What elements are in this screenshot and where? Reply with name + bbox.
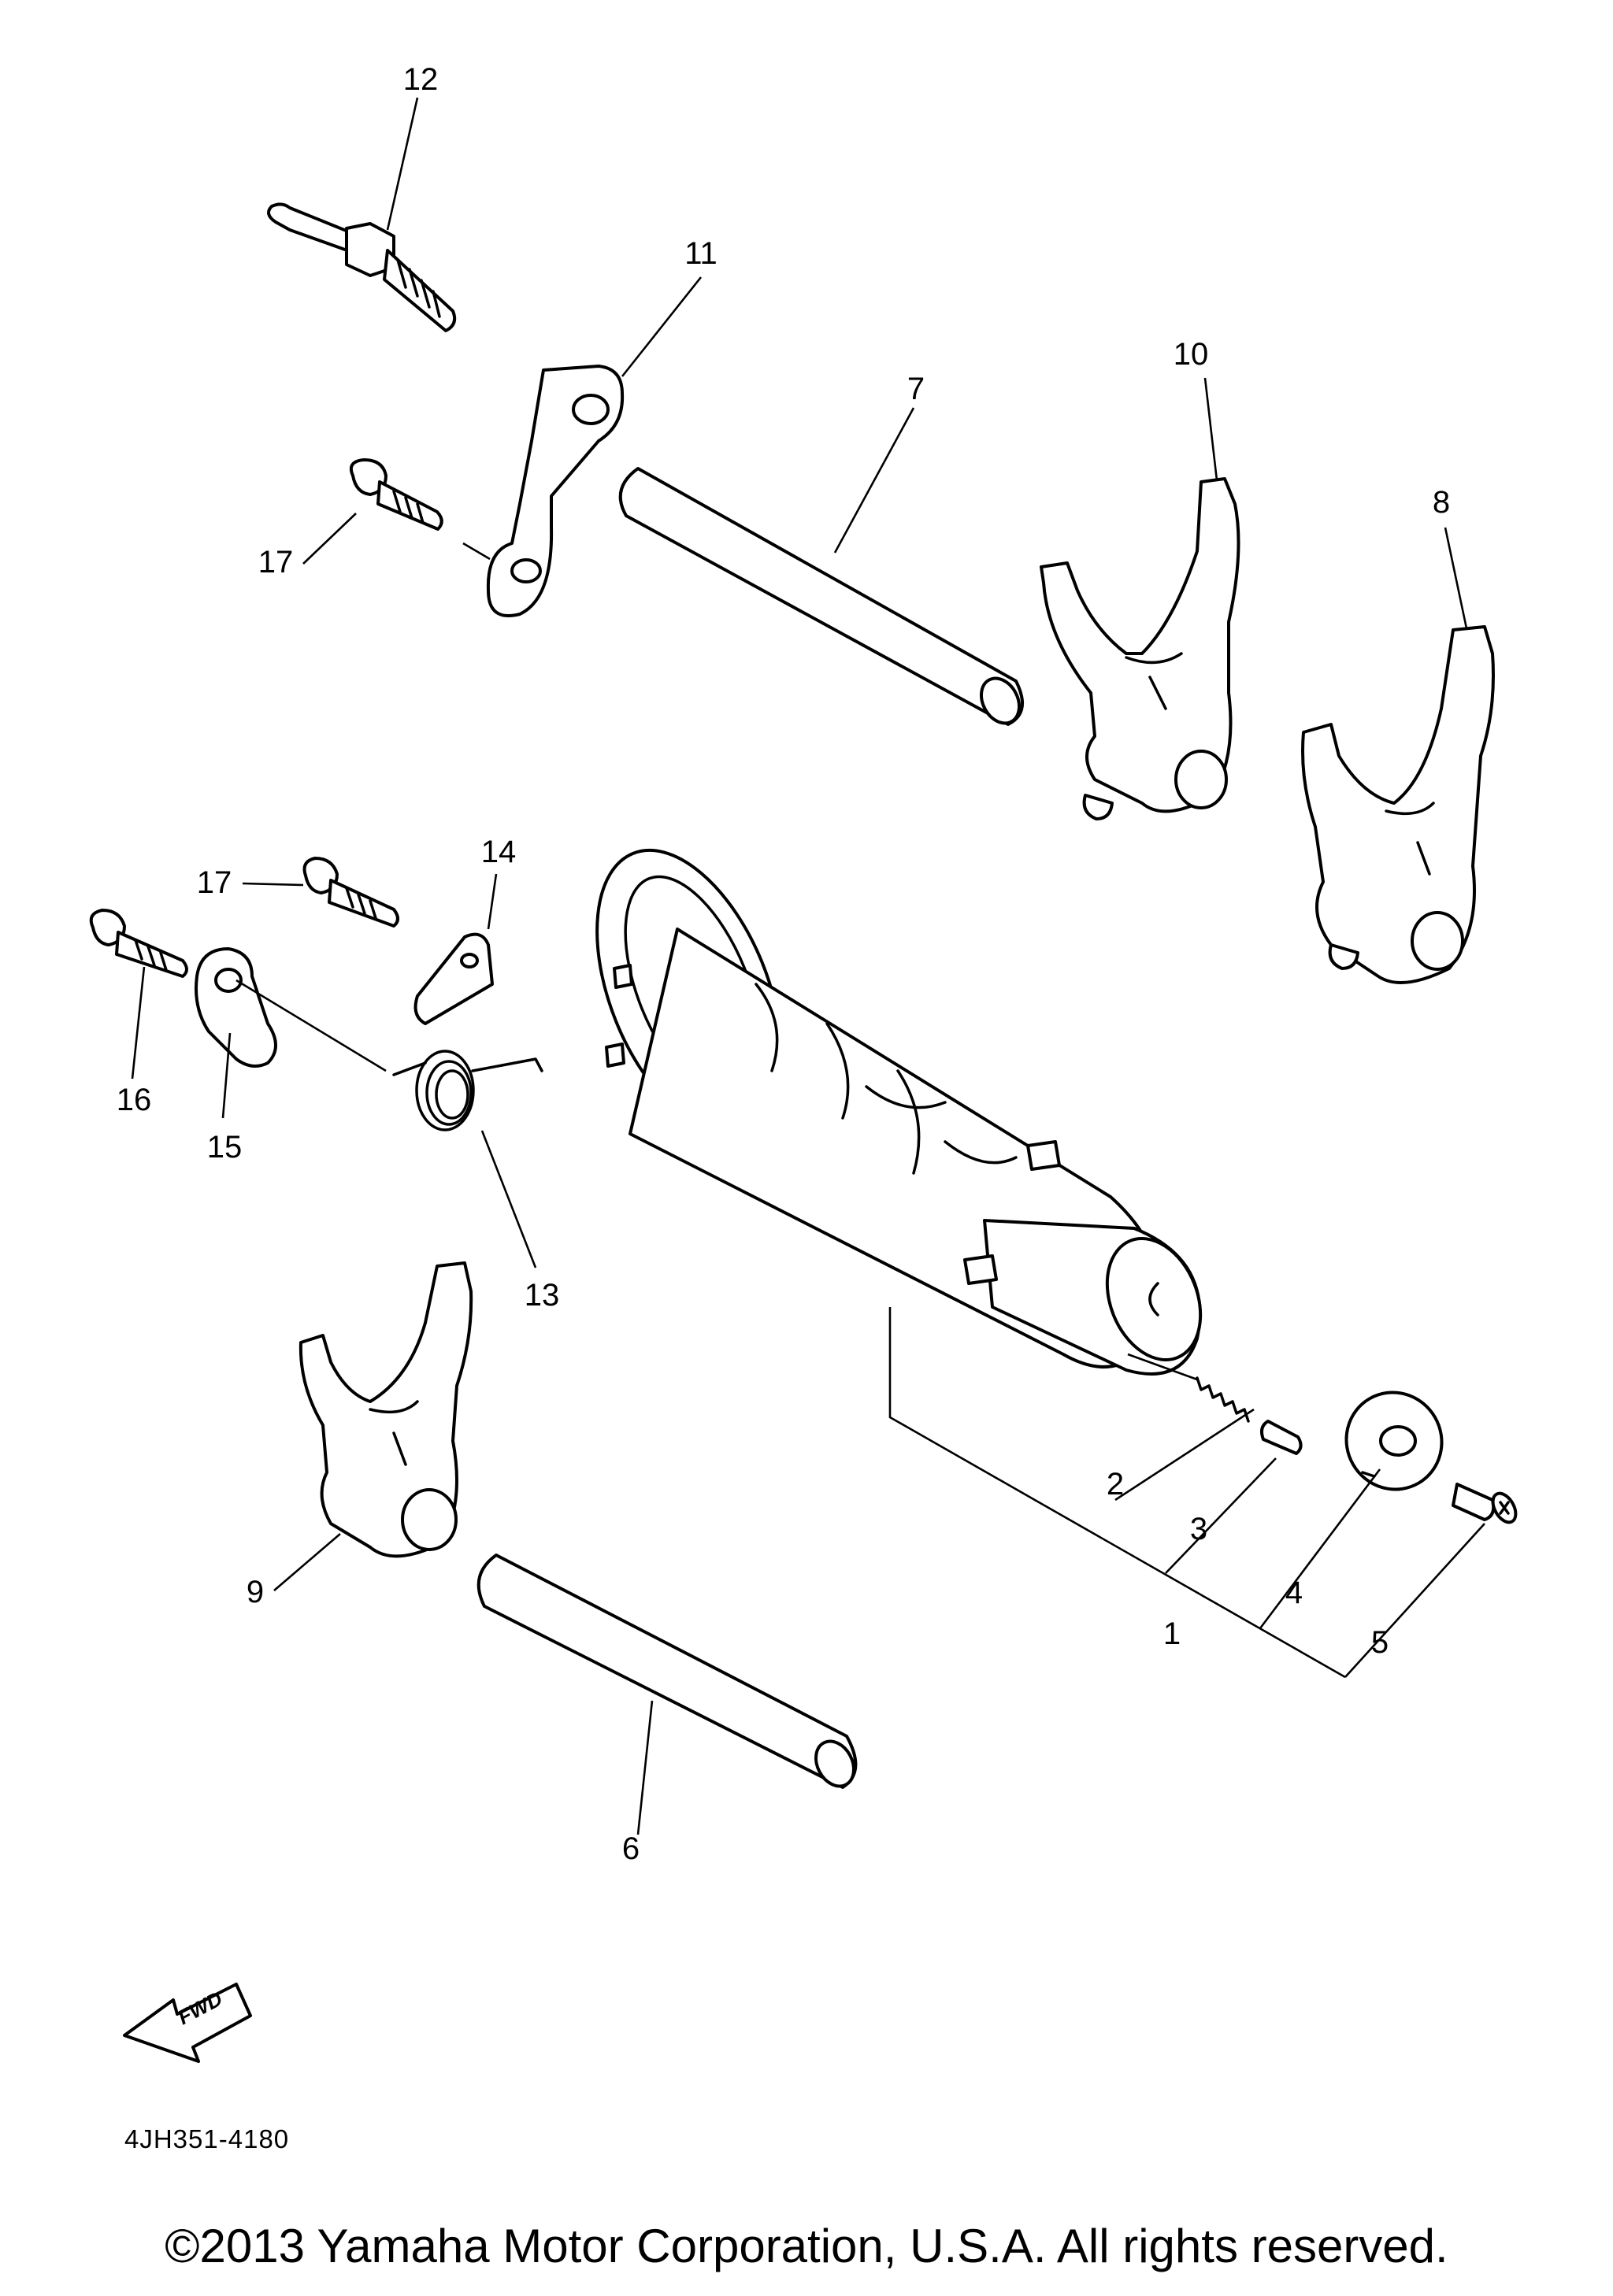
part-15-shift-arm <box>195 947 387 1072</box>
callout-labels: 1 2 3 4 5 6 7 8 9 10 11 12 13 14 15 16 1… <box>117 62 1450 1866</box>
leader-lines <box>131 97 1485 1835</box>
callout-10: 10 <box>1174 337 1209 372</box>
callout-1: 1 <box>1163 1616 1181 1651</box>
part-11-stopper-lever <box>486 365 625 617</box>
callout-3: 3 <box>1190 1512 1207 1546</box>
callout-8: 8 <box>1433 485 1450 520</box>
callout-14: 14 <box>481 835 517 869</box>
diagram-code: 4JH351-4180 <box>124 2124 290 2153</box>
part-5-screw <box>1452 1483 1518 1524</box>
part-10-shift-fork <box>1040 477 1240 820</box>
part-13-torsion-spring <box>392 1050 543 1131</box>
part-16-bolt <box>89 909 188 978</box>
callout-12: 12 <box>403 62 439 97</box>
part-12-stud-bolt <box>267 202 457 332</box>
fwd-arrow-icon: FWD <box>123 1983 252 2063</box>
callout-13: 13 <box>525 1278 560 1313</box>
part-4-segment-plate <box>1344 1391 1444 1491</box>
callout-15: 15 <box>207 1130 243 1165</box>
callout-17-lower: 17 <box>197 865 232 900</box>
callout-4: 4 <box>1285 1576 1303 1610</box>
part-17-bolt-upper <box>349 458 491 561</box>
callout-17-upper: 17 <box>258 545 294 580</box>
part-7-shift-fork-shaft <box>618 467 1024 726</box>
part-9-shift-fork <box>298 1261 473 1558</box>
callout-6: 6 <box>622 1831 640 1866</box>
callout-5: 5 <box>1371 1625 1389 1660</box>
part-8-shift-fork <box>1301 625 1495 984</box>
callout-16: 16 <box>117 1083 152 1117</box>
part-17-bolt-lower <box>302 857 399 928</box>
part-6-shift-fork-shaft <box>476 1554 858 1789</box>
part-1-shift-drum <box>595 848 1203 1376</box>
part-2-spring <box>1127 1353 1250 1423</box>
callout-9: 9 <box>247 1575 264 1609</box>
part-3-pin <box>1260 1420 1303 1455</box>
part-14-plate <box>413 932 494 1025</box>
callout-7: 7 <box>907 372 925 406</box>
copyright-notice: ©2013 Yamaha Motor Corporation, U.S.A. A… <box>165 2220 1448 2272</box>
callout-2: 2 <box>1107 1467 1124 1502</box>
callout-11: 11 <box>684 236 718 271</box>
